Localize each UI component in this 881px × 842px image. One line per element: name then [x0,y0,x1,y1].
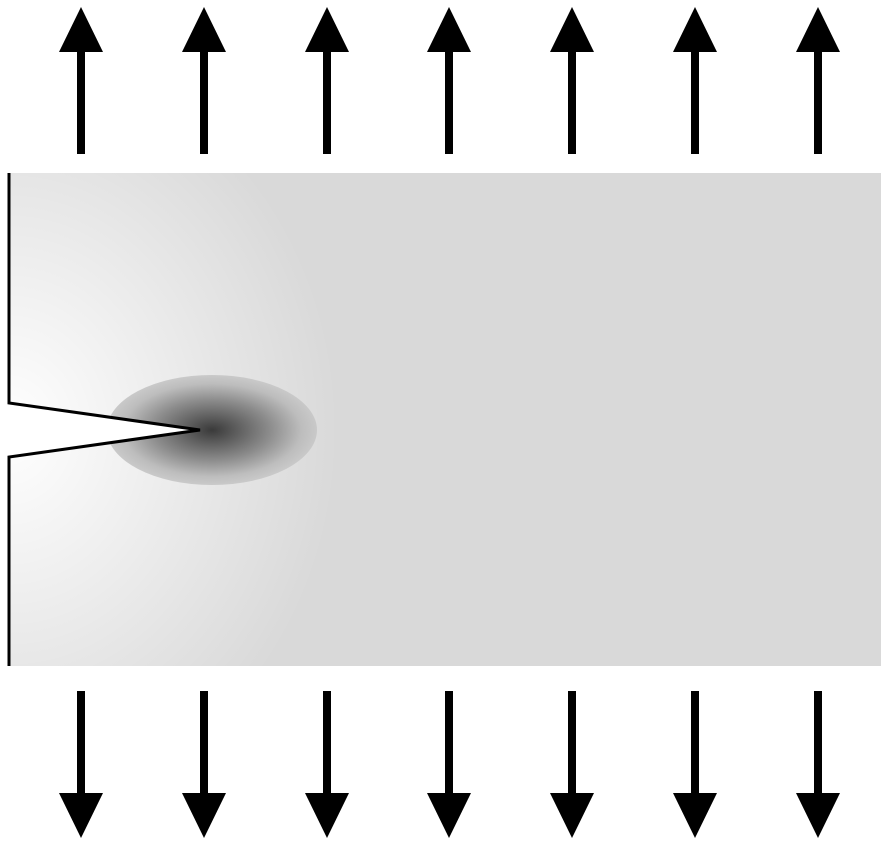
arrow-down-icon [427,793,471,838]
bottom-arrow-6 [673,691,717,838]
arrow-up-shaft [568,48,576,154]
top-arrow-6 [673,7,717,154]
arrow-down-icon [182,793,226,838]
arrow-down-shaft [568,691,576,797]
arrow-down-shaft [77,691,85,797]
arrow-down-icon [305,793,349,838]
arrow-up-shaft [814,48,822,154]
plate [7,173,881,666]
crack-notch [9,403,200,457]
arrow-down-shaft [691,691,699,797]
arrow-up-icon [305,7,349,52]
arrow-up-shaft [445,48,453,154]
bottom-arrow-5 [550,691,594,838]
arrow-up-icon [427,7,471,52]
arrow-down-icon [796,793,840,838]
top-arrow-2 [182,7,226,154]
arrow-down-shaft [814,691,822,797]
top-arrow-4 [427,7,471,154]
arrow-up-icon [182,7,226,52]
plate-left-edge [7,173,201,666]
top-tension-arrows [59,7,840,154]
bottom-arrow-2 [182,691,226,838]
arrow-down-icon [550,793,594,838]
arrow-down-icon [673,793,717,838]
arrow-down-shaft [323,691,331,797]
bottom-arrow-4 [427,691,471,838]
arrow-up-icon [673,7,717,52]
bottom-arrow-7 [796,691,840,838]
arrow-up-shaft [323,48,331,154]
arrow-up-shaft [691,48,699,154]
top-arrow-3 [305,7,349,154]
arrow-down-shaft [445,691,453,797]
arrow-up-shaft [200,48,208,154]
arrow-up-shaft [77,48,85,154]
arrow-up-icon [796,7,840,52]
top-arrow-5 [550,7,594,154]
stress-concentration-zone [107,375,317,485]
bottom-tension-arrows [59,691,840,838]
arrow-down-icon [59,793,103,838]
top-arrow-1 [59,7,103,154]
arrow-up-icon [59,7,103,52]
arrow-up-icon [550,7,594,52]
bottom-arrow-3 [305,691,349,838]
arrow-down-shaft [200,691,208,797]
top-arrow-7 [796,7,840,154]
bottom-arrow-1 [59,691,103,838]
